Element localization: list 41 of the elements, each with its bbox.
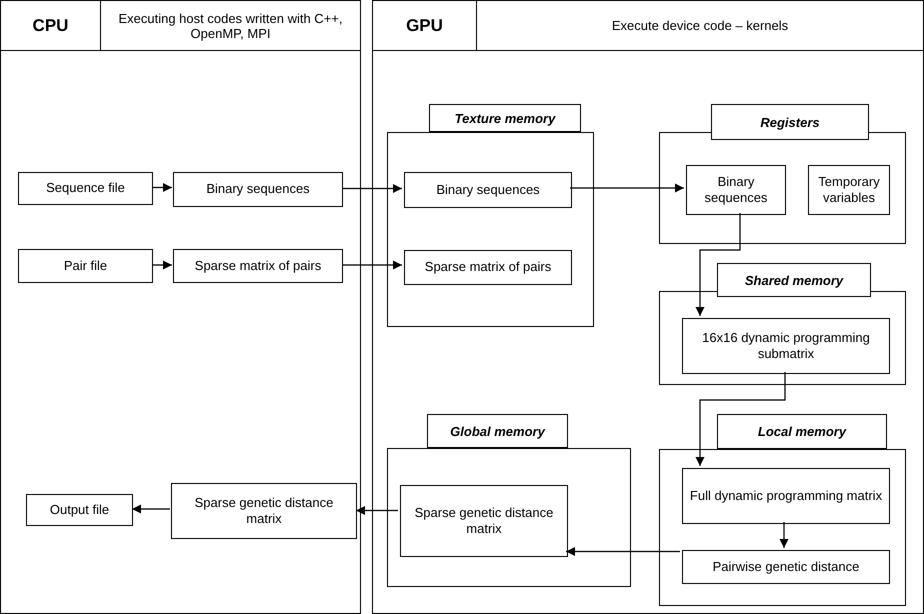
column-description: Execute device code – kernels bbox=[477, 1, 923, 51]
process-box: Sparse genetic distance matrix bbox=[400, 485, 568, 557]
memory-panel bbox=[387, 448, 631, 587]
memory-title: Texture memory bbox=[429, 104, 581, 132]
memory-title: Local memory bbox=[717, 414, 887, 449]
process-box: Binary sequences bbox=[173, 172, 343, 207]
process-box: Pair file bbox=[18, 249, 153, 283]
memory-title: Registers bbox=[711, 104, 869, 140]
arrow bbox=[342, 260, 402, 270]
process-box: Output file bbox=[26, 494, 133, 526]
column-panel bbox=[372, 0, 924, 614]
arrow bbox=[342, 184, 402, 193]
arrow bbox=[132, 504, 170, 514]
process-box: 16x16 dynamic programming submatrix bbox=[682, 318, 890, 374]
arrow bbox=[152, 183, 172, 192]
memory-title: Shared memory bbox=[717, 263, 871, 297]
process-box: Sparse matrix of pairs bbox=[404, 250, 572, 285]
column-panel bbox=[0, 0, 361, 614]
memory-panel bbox=[659, 449, 906, 606]
memory-panel bbox=[387, 132, 594, 327]
memory-panel bbox=[659, 132, 906, 244]
arrow bbox=[356, 506, 398, 515]
arrow bbox=[566, 547, 680, 556]
process-box: Binary sequences bbox=[404, 172, 572, 208]
column-title: CPU bbox=[1, 1, 101, 51]
process-box: Sequence file bbox=[18, 172, 153, 205]
memory-panel bbox=[659, 291, 906, 385]
arrow bbox=[152, 260, 172, 270]
arrow bbox=[696, 213, 741, 316]
column-description: Executing host codes written with C++, OpenMP, MPI bbox=[101, 1, 360, 51]
process-box: Full dynamic programming matrix bbox=[682, 468, 890, 524]
arrow bbox=[570, 184, 684, 192]
process-box: Pairwise genetic distance bbox=[682, 550, 890, 584]
process-box: Sparse genetic distance matrix bbox=[171, 483, 357, 539]
process-box: Binary sequences bbox=[686, 165, 786, 215]
column-title: GPU bbox=[373, 1, 477, 51]
memory-title: Global memory bbox=[427, 414, 568, 448]
arrow bbox=[780, 522, 788, 548]
process-box: Sparse matrix of pairs bbox=[173, 249, 343, 283]
arrow bbox=[696, 372, 786, 466]
process-box: Temporary variables bbox=[808, 165, 890, 215]
